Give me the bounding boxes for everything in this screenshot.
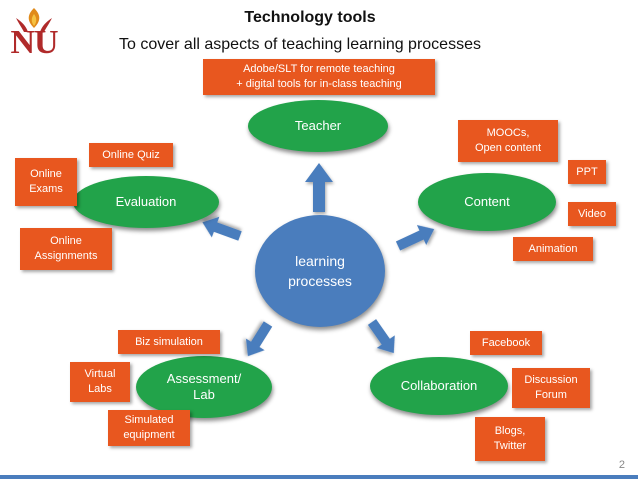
tag-biz-simulation: Biz simulation <box>118 330 220 354</box>
tag-online-assignments: Online Assignments <box>20 228 112 270</box>
arrow-to-assessment <box>245 321 273 357</box>
center-label: learning processes <box>288 253 352 289</box>
tag-simulated-equipment: Simulated equipment <box>108 410 190 446</box>
logo: NU <box>4 4 64 62</box>
node-evaluation-label: Evaluation <box>115 194 177 209</box>
slide-title: Technology tools <box>244 9 376 26</box>
tag-ppt: PPT <box>568 160 606 184</box>
node-teacher: Teacher <box>248 100 388 152</box>
node-teacher-label: Teacher <box>294 118 342 133</box>
tag-online-exams: Online Exams <box>15 158 77 206</box>
flame-emblem-icon <box>16 8 52 32</box>
tag-online-quiz: Online Quiz <box>89 143 173 167</box>
page-number: 2 <box>618 459 625 471</box>
arrow-to-collaboration <box>367 319 395 354</box>
slide-subtitle: To cover all aspects of teaching learnin… <box>119 36 481 53</box>
node-collaboration: Collaboration <box>370 357 508 415</box>
center-learning-processes: learning processes <box>255 215 385 327</box>
node-evaluation: Evaluation <box>73 176 219 228</box>
tag-animation: Animation <box>513 237 593 261</box>
tag-moocs: MOOCs, Open content <box>458 120 558 162</box>
arrow-to-teacher <box>305 163 333 212</box>
arrow-to-evaluation <box>202 216 242 241</box>
tag-discussion-forum: Discussion Forum <box>512 368 590 408</box>
tag-video: Video <box>568 202 616 226</box>
arrow-to-content <box>395 225 435 251</box>
tag-virtual-labs: Virtual Labs <box>70 362 130 402</box>
logo-text: NU <box>10 24 58 61</box>
node-assessment-lab: Assessment/ Lab <box>136 356 272 418</box>
node-content-label: Content <box>464 194 510 209</box>
node-assessment-label: Assessment/ Lab <box>166 371 242 402</box>
tag-adobe-slt: Adobe/SLT for remote teaching + digital … <box>203 59 435 95</box>
tag-facebook: Facebook <box>470 331 542 355</box>
node-content: Content <box>418 173 556 231</box>
node-collaboration-label: Collaboration <box>400 378 478 393</box>
footer-rule <box>0 475 638 479</box>
tag-blogs-twitter: Blogs, Twitter <box>475 417 545 461</box>
